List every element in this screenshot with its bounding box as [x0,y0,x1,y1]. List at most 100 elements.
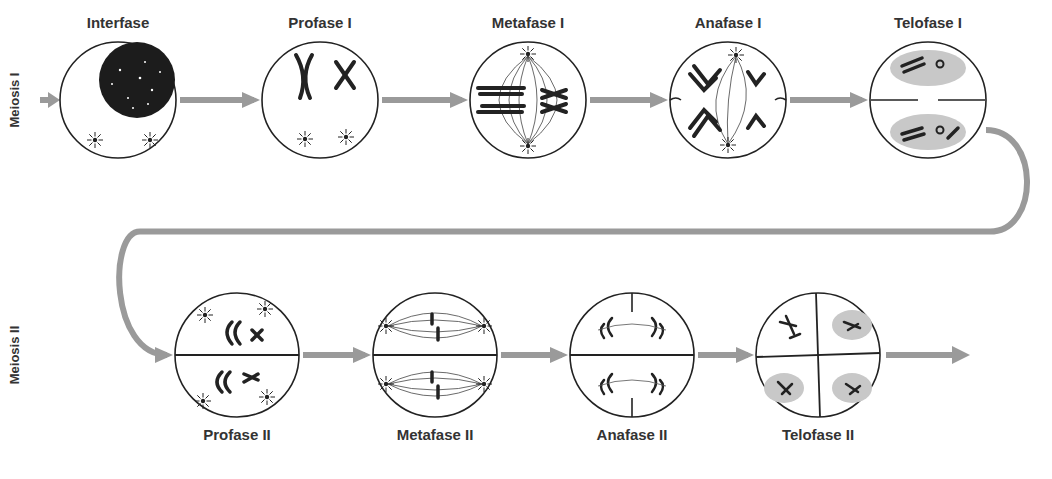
cell-drawing-part [197,307,213,323]
cell-drawing-part-part [499,56,528,144]
cell-drawing-part-part [598,380,666,386]
cell-drawing-part-part [478,110,522,114]
cell-drawing-part-part [388,384,482,390]
cell-drawing-part [890,114,966,150]
cell-drawing-part-part [937,127,944,134]
cell-drawing-part-part [542,104,566,112]
cell-drawing-part-part [388,313,482,326]
cell-drawing-part-part [430,314,434,324]
flow-arrow [119,130,1027,355]
cell-drawing-part [902,58,958,140]
cell-drawing-part [373,354,497,356]
cell-drawing-part [764,373,804,403]
cell-drawing-part-part [690,110,716,128]
flow-arrow [698,352,748,358]
flow-arrow [303,352,365,358]
cell-drawing-part-part [790,334,800,338]
flow-arrow [790,97,862,103]
cell-drawing-part-part [480,92,522,96]
cell-drawing-part-part [902,128,922,134]
stage-label: Anafase II [550,426,714,443]
cell-drawing-part-part [305,55,312,98]
cell-drawing [756,293,880,417]
cell-drawing-part-part [388,326,482,338]
cell-drawing-part [890,50,966,86]
cell-drawing-part [175,354,299,356]
phase-group-label: Meiosis I [7,73,22,128]
cell-drawing-part [816,293,820,417]
cell-drawing-part [499,56,557,144]
cell-drawing-part [60,42,176,158]
cell-stage: Profase II [175,293,299,447]
cell-drawing-part-part [336,62,354,88]
cell-drawing-part-part [782,384,792,394]
cell-stage: Metafase I [470,12,586,158]
cell-drawing-part-part [528,56,537,144]
cell-drawing-part-part [598,324,666,330]
cell-drawing-part [195,393,211,409]
cell-drawing-part [690,66,764,136]
stage-label: Profase I [242,14,398,31]
cell-drawing-part-part [542,90,566,98]
cell-drawing-part-part [132,107,134,109]
cell-drawing-part [142,132,158,148]
cell-drawing-part-part [139,77,142,80]
cell-drawing [60,42,176,158]
stage-label: Anafase I [650,14,806,31]
cell-drawing-part [296,55,354,98]
stage-label: Profase II [155,426,319,443]
cell-drawing-part [832,310,872,340]
cell-drawing-part [99,42,175,118]
flow-arrow [501,352,562,358]
cell-drawing-part-part [225,372,230,392]
flow-arrow-part [952,346,970,364]
cell-drawing-part [87,132,103,148]
cell-drawing-part [378,376,394,392]
cell-stage: Telofase I [870,12,986,158]
cell-drawing-part [631,398,633,417]
cell-drawing-part-part [336,62,354,88]
stage-label: Telofase II [736,426,900,443]
cell-drawing-part-part [430,372,434,382]
cell-drawing-part-part [601,324,604,338]
cell-drawing-part-part [388,378,482,384]
cell-drawing-part [338,129,354,145]
cell-drawing-part-part [111,83,113,85]
cell-drawing-part-part [482,104,524,108]
cell-drawing-part-part [904,64,924,72]
cell-drawing-part-part [388,372,482,384]
cell-drawing-part [470,42,586,158]
cell-drawing [470,42,586,158]
cell-drawing-part [598,324,666,386]
cell-drawing-part [670,98,786,100]
cell-drawing-part-part [748,72,764,84]
cell-drawing-part-part [528,56,557,144]
cell-drawing-part [378,318,394,334]
cell-drawing-part [570,293,694,417]
stage-label: Metafase I [450,14,606,31]
cell-drawing-part-part [151,89,153,91]
cell-drawing-part [476,318,492,334]
cell-drawing-part-part [127,97,129,99]
cell-drawing-part [259,389,275,405]
flow-arrow [590,97,662,103]
cell-drawing-part-part [660,380,663,394]
cell-drawing-part [870,42,986,158]
cell-drawing-part-part [296,55,303,98]
cell-drawing-part [373,293,497,417]
cell-drawing-part-part [388,384,482,396]
cell-drawing-part [262,42,378,158]
phase-group-label: Meiosis II [7,326,22,385]
cell-drawing-part [631,293,633,312]
cell-drawing [670,42,786,158]
cell-drawing-part-part [252,330,262,340]
cell-drawing-part [175,293,299,417]
cell-stage: Profase I [262,12,378,158]
cell-drawing-part-part [850,386,860,394]
cell-drawing-part-part [728,56,746,144]
cell-drawing-part-part [542,104,566,112]
cell-drawing-part [778,316,860,394]
